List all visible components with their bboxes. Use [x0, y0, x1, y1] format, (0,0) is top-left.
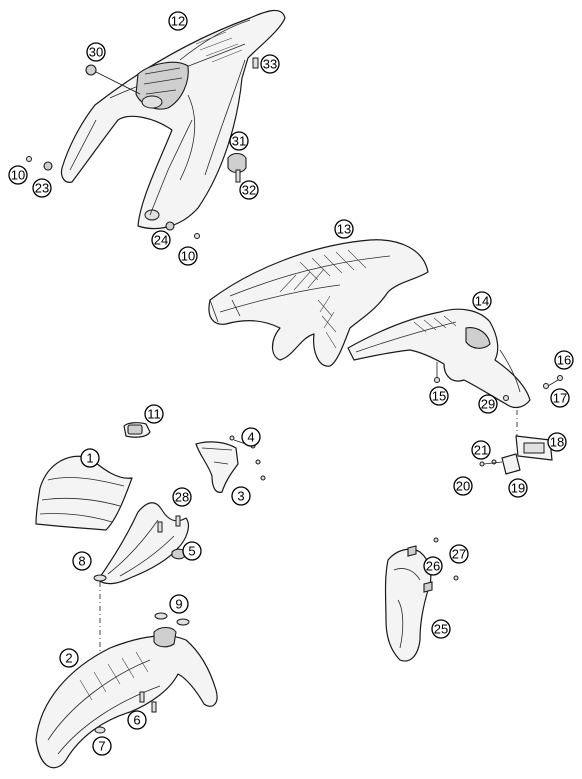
callout-10-bottom-label: 10 — [181, 249, 195, 264]
grommet-7 — [94, 726, 106, 734]
callout-28-label: 28 — [175, 490, 189, 505]
callout-18-label: 18 — [550, 435, 564, 450]
front-fender — [35, 612, 218, 769]
callout-5-label: 5 — [188, 544, 195, 559]
callout-32-label: 32 — [242, 183, 256, 198]
callout-11-label: 11 — [147, 407, 161, 422]
callout-4: 4 — [241, 427, 261, 447]
callout-28: 28 — [172, 487, 192, 507]
callout-13-label: 13 — [337, 222, 351, 237]
callout-29: 29 — [478, 394, 498, 414]
callout-33: 33 — [260, 54, 280, 74]
callout-30: 30 — [86, 42, 106, 62]
grommet-8 — [93, 574, 107, 582]
callout-33-label: 33 — [263, 57, 277, 72]
callout-31: 31 — [229, 131, 249, 151]
callout-7: 7 — [92, 736, 112, 756]
headlight-mask — [35, 455, 133, 531]
callout-26: 26 — [423, 556, 443, 576]
callout-8: 8 — [72, 551, 92, 571]
callout-30-label: 30 — [89, 45, 103, 60]
callout-14: 14 — [472, 291, 492, 311]
callout-5: 5 — [182, 541, 202, 561]
callout-11: 11 — [144, 404, 164, 424]
subframe-cover — [208, 239, 429, 367]
callout-23-label: 23 — [35, 181, 49, 196]
callout-32: 32 — [239, 180, 259, 200]
callout-15-label: 15 — [432, 389, 446, 404]
callout-9: 9 — [169, 594, 189, 614]
callout-21: 21 — [471, 440, 491, 460]
callout-17-label: 17 — [553, 391, 567, 406]
callout-10-top-label: 10 — [11, 168, 25, 183]
callout-16: 16 — [554, 350, 574, 370]
connector-part — [123, 422, 151, 438]
callout-27-label: 27 — [452, 547, 466, 562]
callout-6-label: 6 — [133, 713, 140, 728]
callout-4-label: 4 — [247, 430, 254, 445]
callout-6: 6 — [127, 710, 147, 730]
callout-1: 1 — [80, 448, 100, 468]
callout-23: 23 — [32, 178, 52, 198]
callout-25-label: 25 — [434, 622, 448, 637]
rear-fender — [347, 308, 531, 409]
callout-27: 27 — [449, 544, 469, 564]
fender-screws — [543, 375, 563, 389]
callout-24: 24 — [151, 230, 171, 250]
callout-2: 2 — [59, 648, 79, 668]
callout-1-label: 1 — [86, 451, 93, 466]
rear-side-panels — [60, 9, 286, 230]
callout-29-label: 29 — [481, 397, 495, 412]
callout-7-label: 7 — [98, 739, 105, 754]
callout-24-label: 24 — [154, 233, 168, 248]
callout-19: 19 — [508, 478, 528, 498]
callout-2-label: 2 — [65, 651, 72, 666]
callout-14-label: 14 — [475, 294, 489, 309]
callout-12-label: 12 — [171, 14, 185, 29]
callout-31-label: 31 — [232, 134, 246, 149]
callout-10-top: 10 — [8, 165, 28, 185]
callout-26-label: 26 — [426, 559, 440, 574]
callout-25: 25 — [431, 619, 451, 639]
callout-20-label: 20 — [456, 479, 470, 494]
callout-13: 13 — [334, 219, 354, 239]
callout-18: 18 — [547, 432, 567, 452]
callout-17: 17 — [550, 388, 570, 408]
callout-16-label: 16 — [557, 353, 571, 368]
callout-10-bottom: 10 — [178, 246, 198, 266]
callout-9-label: 9 — [175, 597, 182, 612]
callout-15: 15 — [429, 386, 449, 406]
callout-12: 12 — [168, 11, 188, 31]
license-bracket — [479, 410, 553, 475]
callout-20: 20 — [453, 476, 473, 496]
callout-3: 3 — [231, 486, 251, 506]
callout-8-label: 8 — [78, 554, 85, 569]
top-hardware — [26, 57, 259, 239]
callout-3-label: 3 — [237, 489, 244, 504]
side-cover — [384, 537, 459, 662]
callout-21-label: 21 — [474, 443, 488, 458]
callout-19-label: 19 — [511, 481, 525, 496]
headlight-bracket — [195, 435, 266, 493]
